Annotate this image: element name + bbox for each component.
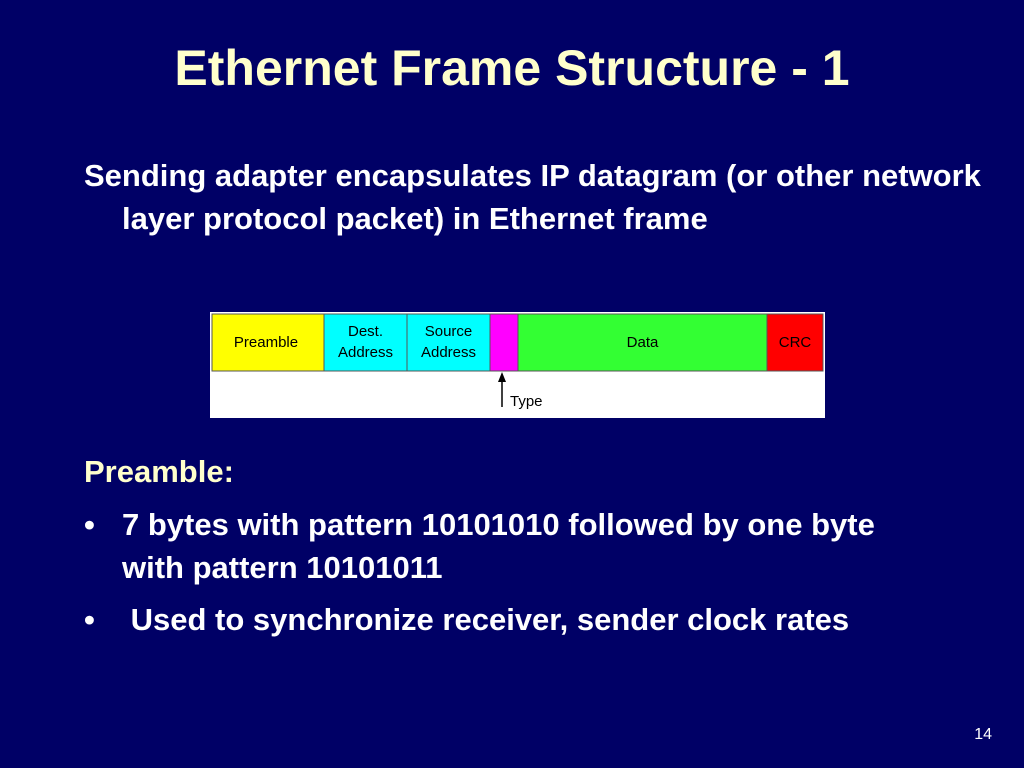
field-crc — [766, 313, 824, 372]
slide-title: Ethernet Frame Structure - 1 — [174, 40, 850, 96]
field-dest-address-label-1: Dest. — [348, 323, 383, 340]
type-arrow-head — [498, 372, 506, 382]
section-heading-preamble: Preamble: — [84, 454, 234, 489]
field-source-address-label-2: Address — [421, 344, 476, 361]
field-data-label: Data — [627, 334, 659, 351]
bullet-item: • 7 bytes with pattern 10101010 followed… — [84, 503, 944, 589]
field-preamble — [211, 313, 325, 372]
field-crc-label: CRC — [779, 334, 812, 351]
bullet-text: Used to synchronize receiver, sender clo… — [122, 602, 850, 637]
field-data — [517, 313, 768, 372]
field-source-address-label-1: Source — [425, 323, 473, 340]
bullet-marker: • — [84, 507, 95, 542]
field-preamble-label: Preamble — [234, 334, 298, 351]
type-label: Type — [510, 393, 543, 410]
intro-paragraph: Sending adapter encapsulates IP datagram… — [84, 158, 981, 236]
field-type — [489, 313, 519, 372]
field-source-address — [406, 313, 491, 372]
field-dest-address — [323, 313, 408, 372]
field-dest-address-label-2: Address — [338, 344, 393, 361]
bullet-marker: • — [84, 602, 95, 637]
ethernet-frame-diagram: Preamble Dest. Address Source Address Da… — [210, 312, 825, 418]
bullet-item: • Used to synchronize receiver, sender c… — [84, 598, 944, 641]
bullet-text: 7 bytes with pattern 10101010 followed b… — [122, 507, 875, 585]
page-number: 14 — [974, 726, 992, 743]
